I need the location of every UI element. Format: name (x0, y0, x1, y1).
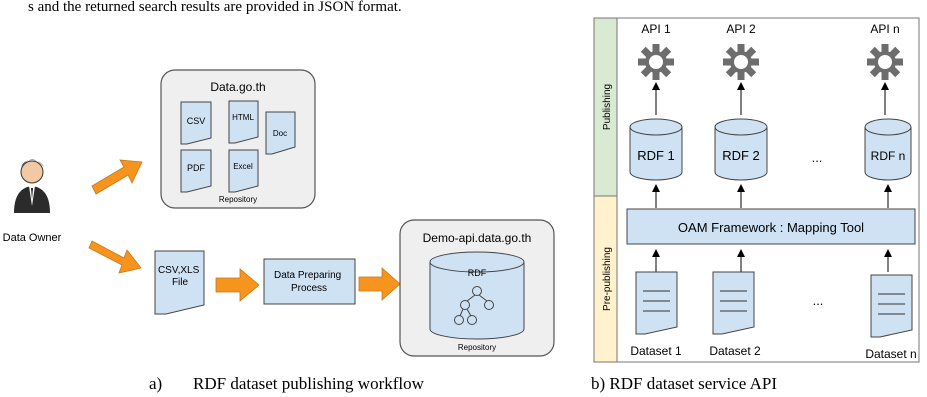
input-file-line2: File (172, 277, 189, 288)
top-text: s and the returned search results are pr… (28, 0, 402, 15)
framework-label: OAM Framework : Mapping Tool (678, 220, 864, 235)
process-line1: Data Preparing (274, 270, 341, 281)
rdf-cylinder-1 (629, 118, 683, 181)
pre-publishing-label: Pre-publishing (602, 247, 613, 311)
gear-icon (867, 44, 903, 80)
doc-doc-icon (265, 111, 296, 155)
rdf-cylinder-n (864, 118, 912, 181)
input-file-label: CSV,XLS File (158, 265, 202, 288)
actor-label: Data Owner (3, 232, 62, 244)
repository-demo-footer: Repository (458, 343, 496, 352)
arrow-to-demo-repository (358, 267, 401, 301)
rdf-label-n: RDF n (871, 149, 906, 163)
doc-label-excel: Excel (233, 162, 253, 171)
api-label-n: API n (870, 22, 899, 36)
arrow-to-process (215, 268, 260, 302)
arrow-to-input-file (88, 240, 142, 274)
rdf-label-1: RDF 1 (637, 148, 675, 163)
doc-label-pdf: PDF (187, 163, 206, 173)
dataset-label-2: Dataset 2 (709, 344, 761, 358)
excel-doc-icon (228, 149, 259, 193)
doc-label-csv: CSV (187, 116, 206, 126)
html-doc-icon (228, 100, 259, 144)
api-label-2: API 2 (726, 22, 756, 36)
publishing-label: Publishing (602, 84, 613, 130)
rdf-cylinder-2 (714, 118, 768, 181)
caption-a: RDF dataset publishing workflow (193, 374, 425, 393)
dataset-label-1: Dataset 1 (630, 344, 682, 358)
api-label-1: API 1 (641, 22, 671, 36)
rdf-ellipsis: ... (812, 150, 823, 165)
input-file-line1: CSV,XLS (158, 265, 200, 276)
repository-top-footer: Repository (219, 195, 257, 204)
arrow-to-data-go-th (91, 159, 143, 195)
rdf-label-2: RDF 2 (722, 148, 760, 163)
process-box (263, 258, 356, 305)
repository-top-title: Data.go.th (210, 80, 265, 94)
dataset-doc-n (870, 274, 913, 338)
doc-label-doc: Doc (273, 129, 287, 138)
person-icon (14, 159, 50, 213)
dataset-ellipsis: ... (813, 293, 824, 308)
csv-doc-icon (180, 101, 212, 145)
dataset-label-n: Dataset n (865, 347, 916, 361)
caption-a-prefix: a) (149, 374, 162, 393)
dataset-doc-1 (635, 271, 678, 335)
process-label: Data Preparing Process (274, 270, 344, 294)
process-line2: Process (291, 283, 327, 294)
rdf-graph-icon (454, 286, 494, 325)
gear-icon (723, 44, 759, 80)
rdf-store-cylinder (429, 251, 525, 340)
pdf-doc-icon (180, 149, 212, 193)
dataset-doc-2 (712, 271, 755, 335)
input-file-icon (154, 250, 205, 315)
rdf-store-label: RDF (468, 268, 487, 278)
right-diagram-frame (616, 17, 920, 363)
repository-demo-title: Demo-api.data.go.th (423, 231, 532, 245)
doc-label-html: HTML (232, 113, 254, 122)
caption-b: b) RDF dataset service API (591, 374, 777, 393)
framework-box (626, 208, 916, 245)
gear-icon (638, 44, 674, 80)
